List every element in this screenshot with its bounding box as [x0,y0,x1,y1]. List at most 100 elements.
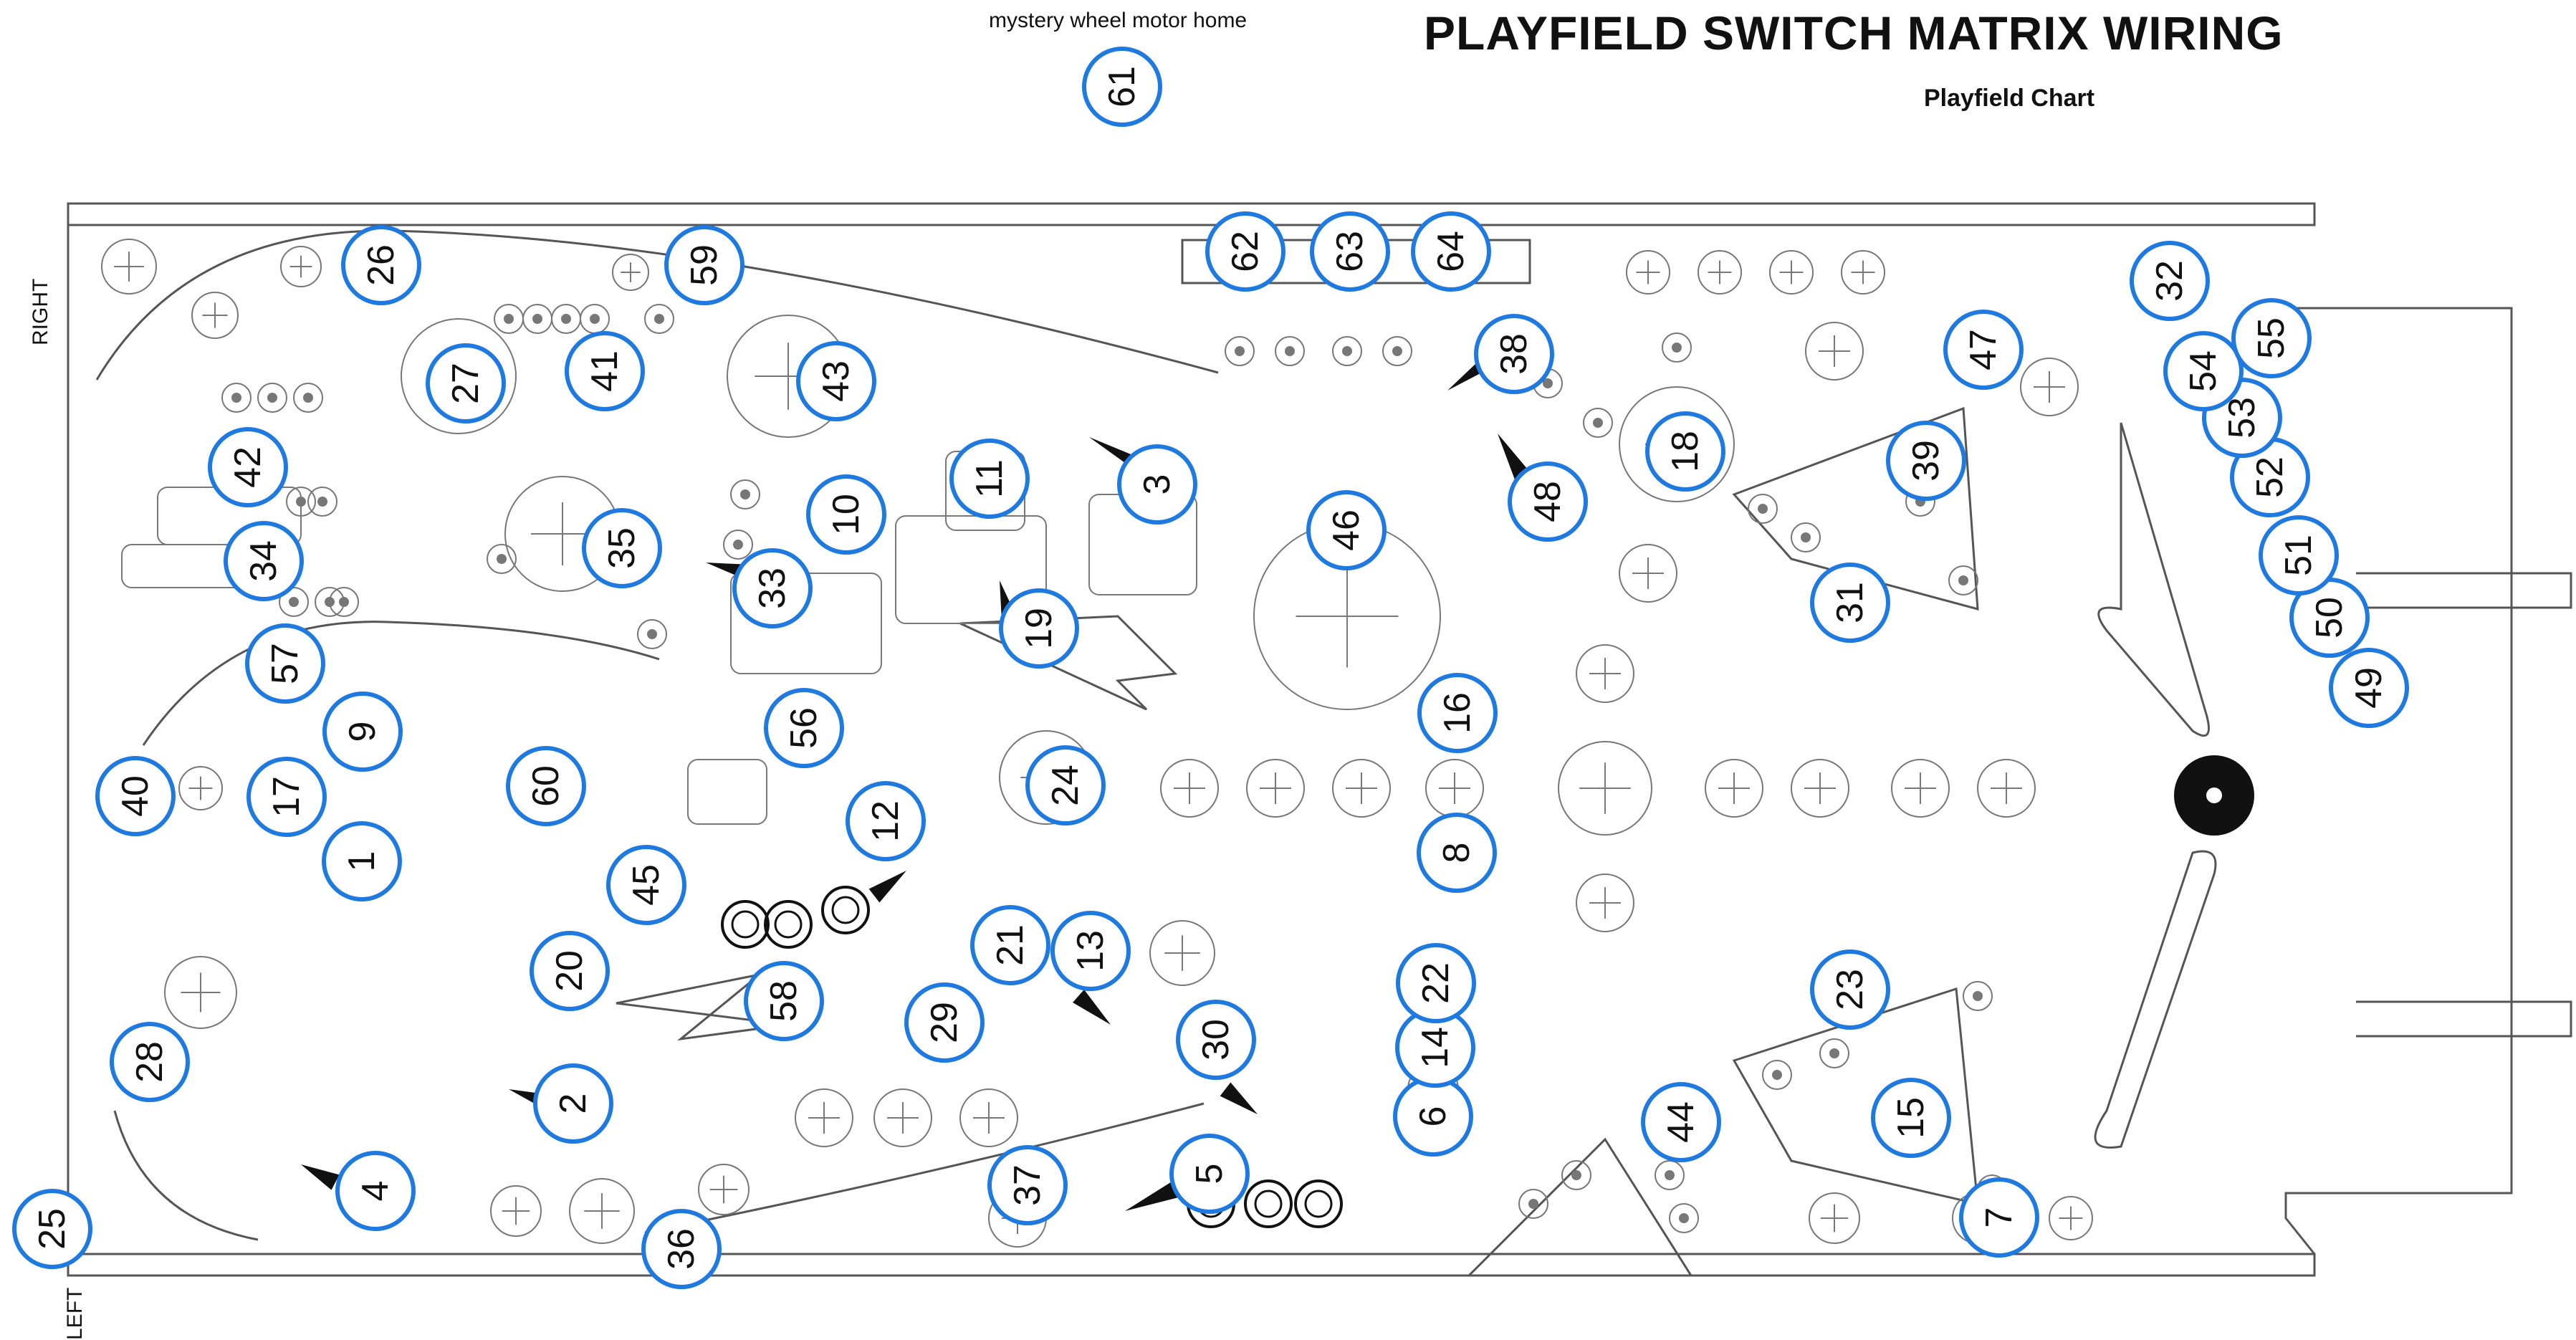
switch-badge: 7 [1959,1177,2039,1258]
switch-pointers [301,348,1531,1211]
switch-badge: 26 [341,225,421,305]
switch-badge: 25 [12,1189,92,1269]
switch-badge: 52 [2230,437,2310,517]
switch-number: 50 [2309,597,2350,638]
switch-badge: 11 [949,439,1030,519]
switch-badge: 39 [1886,421,1966,501]
switch-number: 18 [1665,431,1706,472]
switch-number: 35 [601,527,643,569]
switch-number: 43 [815,360,857,402]
page-title: PLAYFIELD SWITCH MATRIX WIRING [1424,6,2284,59]
switch-badge: 43 [796,341,876,421]
motor-home-note: mystery wheel motor home [989,9,1248,32]
switch-number: 20 [549,950,590,992]
switch-badge: 47 [1943,310,2024,390]
switch-number: 53 [2221,397,2263,439]
switch-badge: 27 [426,343,506,423]
switch-badge: 48 [1508,461,1588,542]
switch-number: 63 [1329,231,1371,272]
switch-badge: 55 [2231,298,2312,378]
switch-badge: 3 [1117,444,1197,525]
switch-number: 8 [1436,843,1478,863]
switch-number: 15 [1890,1097,1932,1139]
switch-number: 61 [1101,66,1143,107]
switch-number: 37 [1007,1164,1048,1206]
switch-number: 4 [355,1181,396,1202]
switch-badge: 49 [2329,648,2409,728]
switch-badge: 63 [1310,211,1390,292]
switch-badge: 12 [846,781,926,861]
switch-number: 5 [1189,1164,1230,1185]
switch-number: 38 [1493,333,1535,375]
switch-badge: 15 [1871,1078,1951,1158]
switch-badge: 20 [530,931,610,1011]
switch-number: 46 [1326,509,1367,551]
switch-number: 29 [924,1002,965,1043]
switch-number: 23 [1829,969,1871,1010]
switch-badge: 58 [744,961,824,1041]
switch-badge: 56 [764,688,844,768]
switch-badge: 32 [2130,241,2210,321]
switch-badge: 22 [1396,943,1476,1023]
switch-number: 34 [243,540,284,582]
switch-number: 12 [865,800,906,842]
switch-badge: 13 [1050,911,1131,991]
playfield-outline [67,202,2572,1277]
switch-number: 30 [1195,1019,1237,1061]
switch-badge: 34 [224,521,304,601]
switch-badge: 8 [1417,813,1497,893]
switch-badge: 29 [904,982,985,1063]
switch-number: 21 [990,924,1031,966]
switch-number: 48 [1527,481,1569,522]
switch-number: 1 [341,851,383,872]
switch-number: 32 [2149,260,2190,302]
switch-number: 60 [525,765,567,807]
switch-number: 22 [1415,962,1457,1004]
switch-badge: 6 [1393,1076,1473,1157]
switch-number: 7 [1978,1207,2020,1228]
switch-number: 28 [129,1041,171,1083]
switch-badge: 18 [1645,411,1725,492]
switch-badge: 30 [1176,1000,1256,1080]
switch-badge: 38 [1474,314,1554,394]
switch-badge: 1 [322,821,402,901]
switch-number: 45 [626,864,667,906]
switch-badge: 28 [110,1022,190,1102]
switch-number: 51 [2278,535,2319,576]
switch-number: 55 [2251,317,2292,359]
switch-number: 57 [264,643,306,684]
switch-number: 31 [1829,582,1871,623]
switch-number: 59 [684,244,725,286]
switch-badge: 41 [565,331,645,411]
page-subtitle: Playfield Chart [1924,85,2095,112]
switch-number: 56 [783,707,825,749]
switch-badge: 31 [1810,563,1890,643]
switch-number: 41 [584,350,626,392]
switch-number: 58 [763,980,805,1022]
switch-number: 10 [825,494,867,535]
switch-number: 13 [1070,930,1111,972]
switch-number: 24 [1045,765,1086,806]
switch-badge: 23 [1810,949,1890,1030]
switch-number: 17 [266,776,307,818]
switch-badge: 62 [1205,211,1285,292]
switch-badge: 64 [1411,211,1491,292]
switch-badge: 33 [732,548,813,628]
switch-number: 27 [445,363,487,404]
switch-badge: 36 [641,1209,722,1289]
switch-badge: 19 [999,588,1079,669]
switch-number: 62 [1225,231,1266,272]
switch-number: 42 [227,446,269,488]
switch-number: 25 [32,1208,73,1250]
switch-badge: 21 [970,905,1050,985]
switch-badge: 44 [1641,1082,1721,1162]
switch-number: 49 [2348,667,2390,709]
switch-badge: 54 [2163,331,2244,411]
switch-number: 14 [1414,1027,1456,1068]
switch-number: 9 [342,722,383,742]
switch-badge: 5 [1169,1134,1250,1214]
switch-number: 40 [115,775,156,817]
switch-number: 47 [1963,329,2004,370]
switch-number: 3 [1136,474,1178,495]
